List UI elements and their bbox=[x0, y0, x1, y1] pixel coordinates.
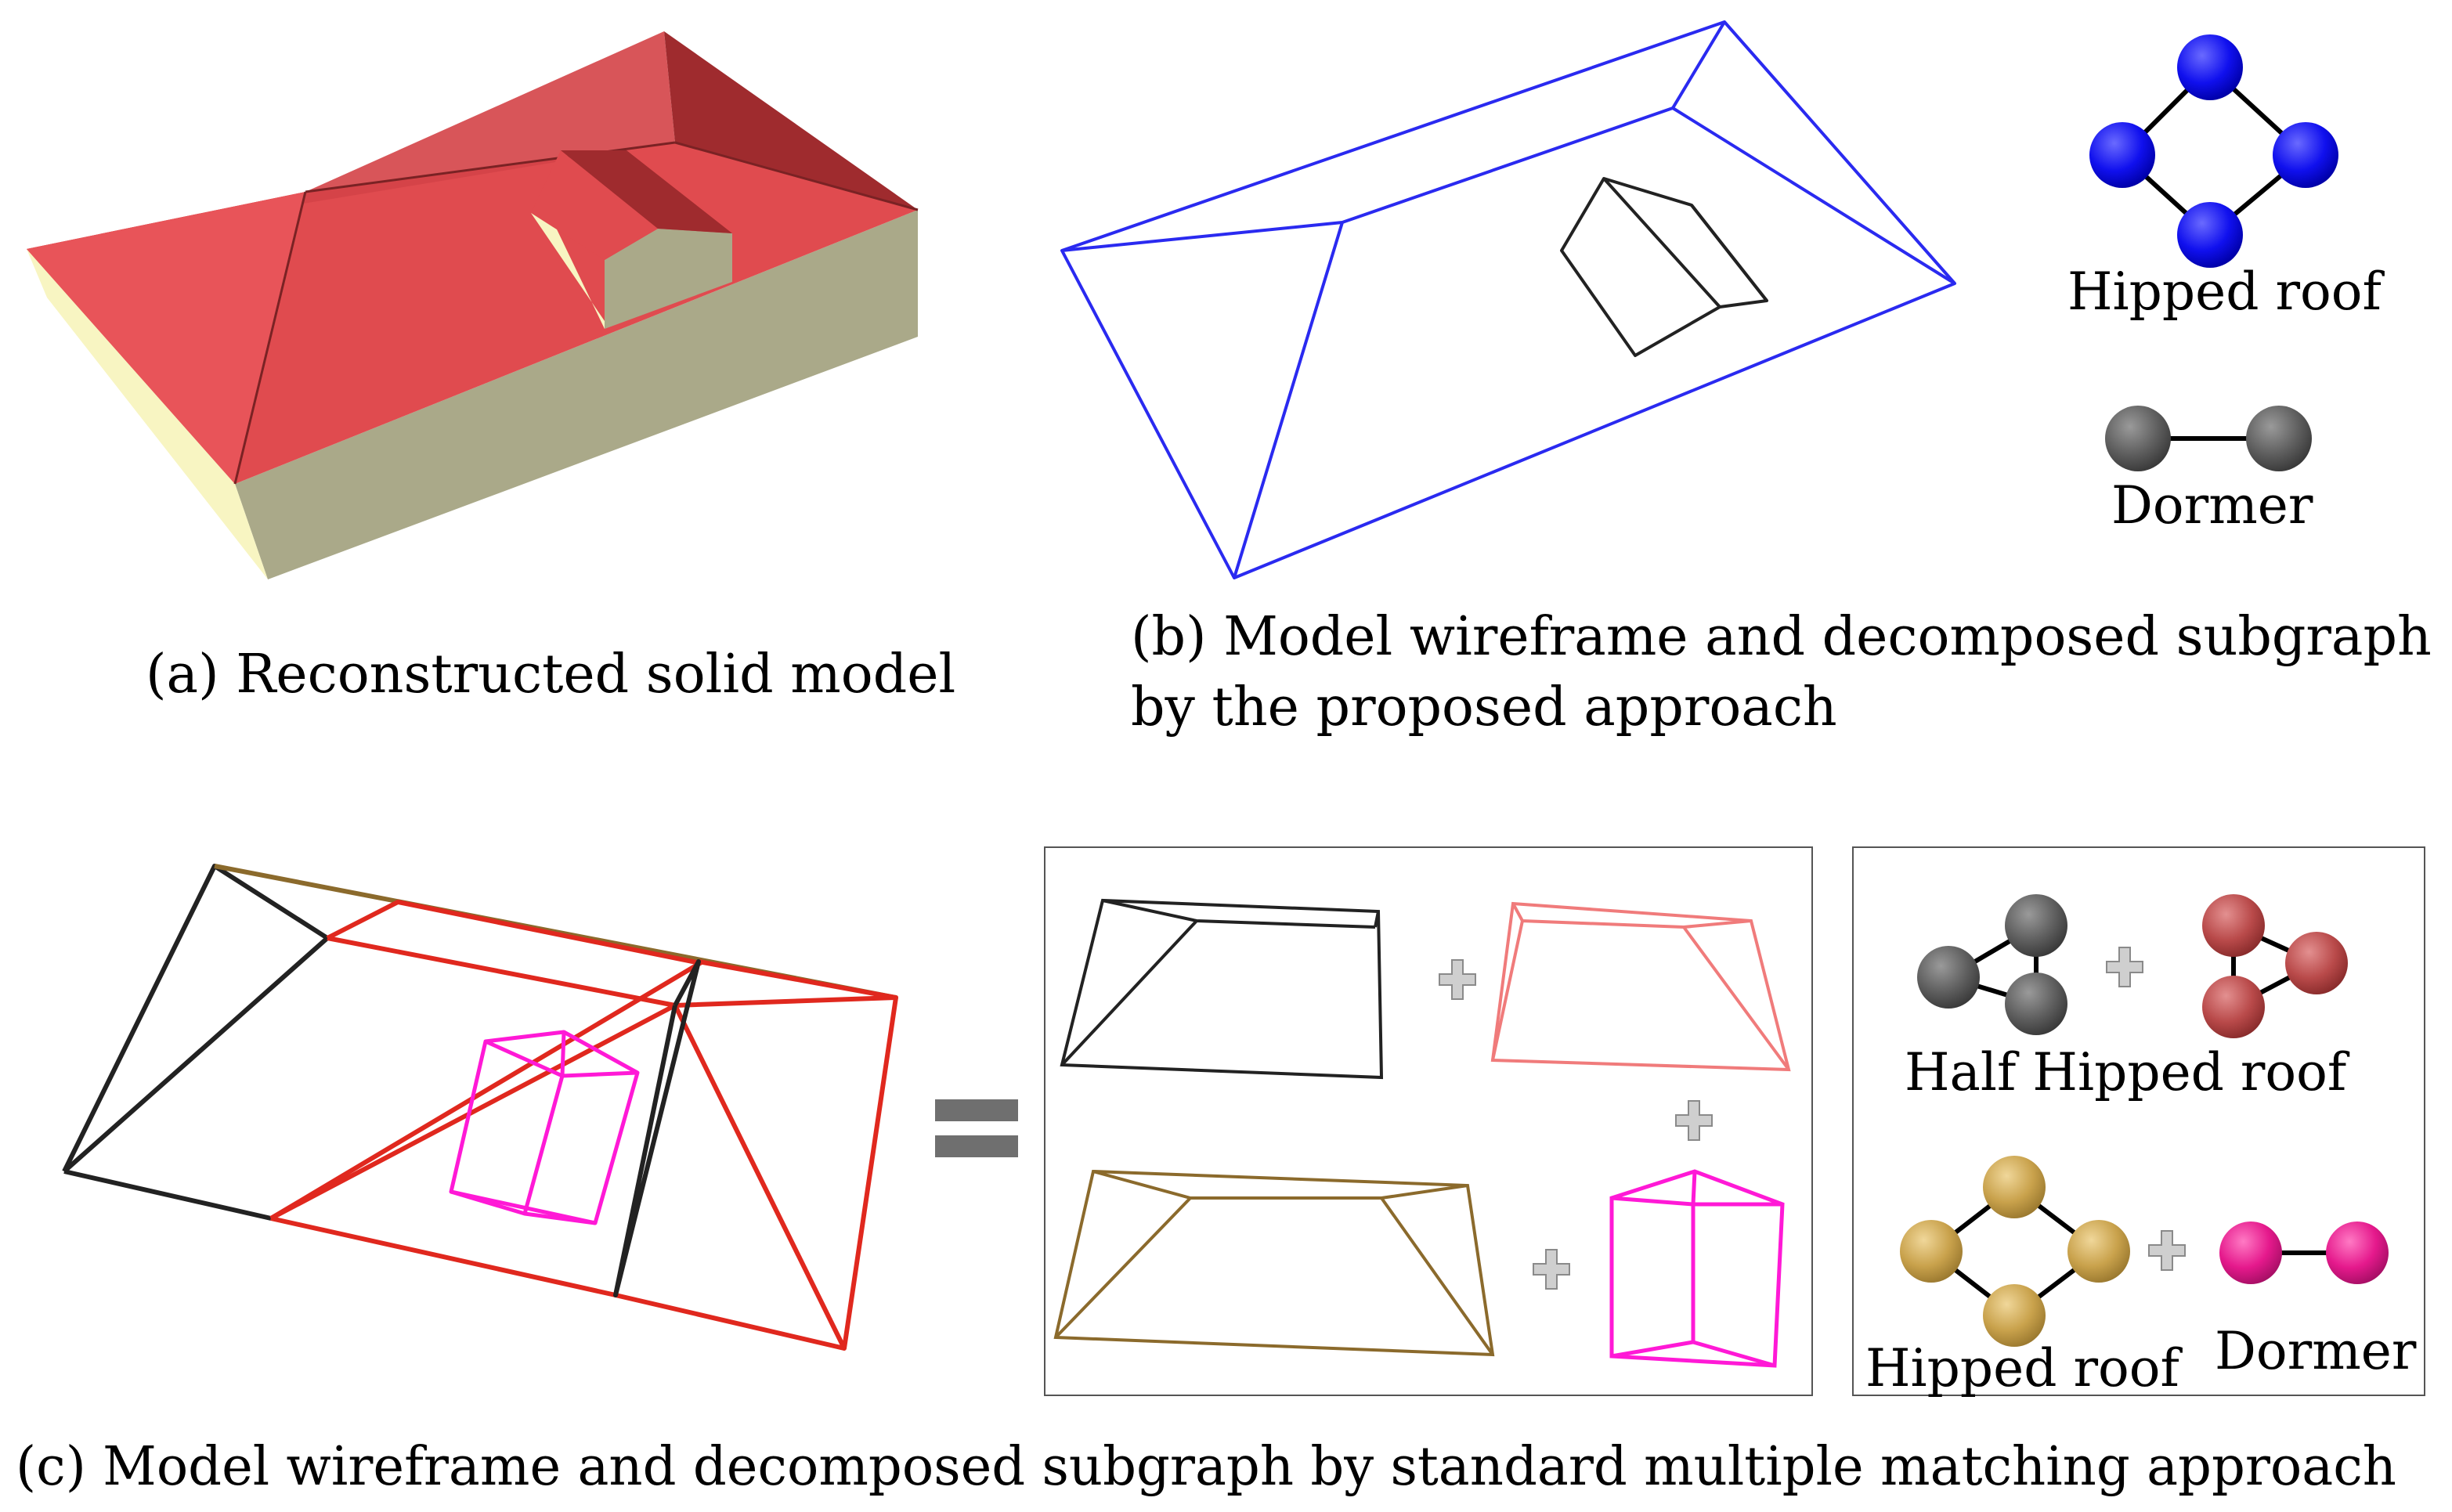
graph-node bbox=[2067, 1220, 2130, 1283]
dormer-roof-right bbox=[561, 150, 732, 233]
plus-icon bbox=[2148, 1230, 2186, 1271]
legend-b-dormer-label: Dormer bbox=[2111, 475, 2313, 536]
dormer-graph-b bbox=[2105, 406, 2312, 471]
graph-node bbox=[1983, 1156, 2046, 1218]
hip-line-right bbox=[674, 141, 919, 211]
legend-c-half-hipped-roof-label: Half Hipped roof bbox=[1905, 1042, 2350, 1102]
wall-left bbox=[27, 249, 268, 579]
hipped-roof-wireframe bbox=[1060, 20, 1956, 579]
graph-node bbox=[2177, 34, 2243, 100]
components-box bbox=[1044, 846, 1813, 1396]
edge-red bbox=[270, 997, 898, 1351]
hip-left bbox=[1233, 222, 1344, 579]
caption-c: (c) Model wireframe and decomposed subgr… bbox=[16, 1436, 2396, 1498]
roof-left-hip bbox=[27, 192, 305, 484]
legend-c-dormer-label: Dormer bbox=[2215, 1321, 2417, 1381]
graph-node bbox=[2005, 894, 2067, 957]
component-dormer bbox=[1609, 1169, 1785, 1368]
dormer-outline bbox=[1560, 177, 1768, 357]
edge-black bbox=[62, 864, 330, 1174]
graph-node bbox=[1900, 1220, 1963, 1283]
graph-node bbox=[2089, 122, 2155, 188]
ridge-and-hips bbox=[1061, 106, 1956, 285]
half-hip-graph-red bbox=[2202, 894, 2348, 1038]
plus-icon bbox=[2106, 947, 2143, 987]
component-hipped-roof bbox=[1053, 1169, 1495, 1357]
dormer-roof-left bbox=[531, 150, 658, 260]
caption-a: (a) Reconstructed solid model bbox=[146, 644, 955, 705]
edge-black bbox=[63, 1169, 272, 1221]
edge-red bbox=[269, 936, 677, 1221]
dormer-wireframe-c bbox=[449, 1030, 640, 1225]
dormer-cheek bbox=[531, 211, 605, 329]
edge-red bbox=[269, 900, 702, 1221]
hipped-roof-graph-b bbox=[2089, 34, 2338, 268]
wall-right bbox=[235, 210, 918, 579]
roof-back-slope bbox=[27, 31, 675, 249]
edge-black bbox=[613, 959, 701, 1297]
graph-node bbox=[2273, 122, 2338, 188]
wireframe-c bbox=[62, 864, 898, 1351]
hipped-roof-graph-tan bbox=[1900, 1156, 2130, 1347]
graph-node bbox=[2177, 202, 2243, 268]
plus-icon bbox=[1675, 1100, 1713, 1141]
component-half-hip-left bbox=[1060, 898, 1384, 1080]
caption-b-line1: (b) Model wireframe and decomposed subgr… bbox=[1131, 606, 2432, 668]
plus-icon bbox=[1533, 1249, 1570, 1290]
graph-node bbox=[1983, 1284, 2046, 1347]
solid-model bbox=[27, 31, 919, 579]
roof-right-hip bbox=[664, 31, 918, 210]
graph-node bbox=[2219, 1222, 2282, 1284]
graph-node bbox=[2202, 976, 2265, 1038]
dormer-face bbox=[1690, 204, 1768, 302]
edge-red bbox=[674, 959, 898, 1008]
component-half-hip-right bbox=[1490, 901, 1791, 1072]
roof-outline bbox=[1060, 20, 1956, 579]
dormer-solid bbox=[531, 150, 732, 329]
dormer-front-wall bbox=[605, 229, 732, 329]
graph-node bbox=[2246, 406, 2312, 471]
plus-icon bbox=[1439, 959, 1476, 1000]
graph-node bbox=[2105, 406, 2171, 471]
dormer-wireframe bbox=[1560, 177, 1768, 357]
hip-right bbox=[1671, 20, 1726, 110]
hip-line-left bbox=[233, 191, 307, 485]
graph-node bbox=[2005, 973, 2067, 1035]
wireframe-b bbox=[1060, 20, 1956, 579]
dormer-graph-pink bbox=[2219, 1222, 2389, 1284]
caption-b-line2: by the proposed approach bbox=[1131, 677, 1837, 738]
half-hip-graph-gray bbox=[1917, 894, 2067, 1035]
equals-sign bbox=[935, 1099, 1018, 1157]
legend-c-hipped-roof-label: Hipped roof bbox=[1865, 1338, 2183, 1398]
legend-b-hipped-roof-label: Hipped roof bbox=[2067, 262, 2385, 322]
graph-node bbox=[1917, 946, 1980, 1009]
edge-red bbox=[673, 1004, 847, 1350]
graph-node bbox=[2202, 894, 2265, 957]
dormer-ridge bbox=[1602, 177, 1721, 309]
graphs-box bbox=[1852, 846, 2425, 1396]
graph-node bbox=[2326, 1222, 2389, 1284]
graph-node bbox=[2285, 932, 2348, 994]
